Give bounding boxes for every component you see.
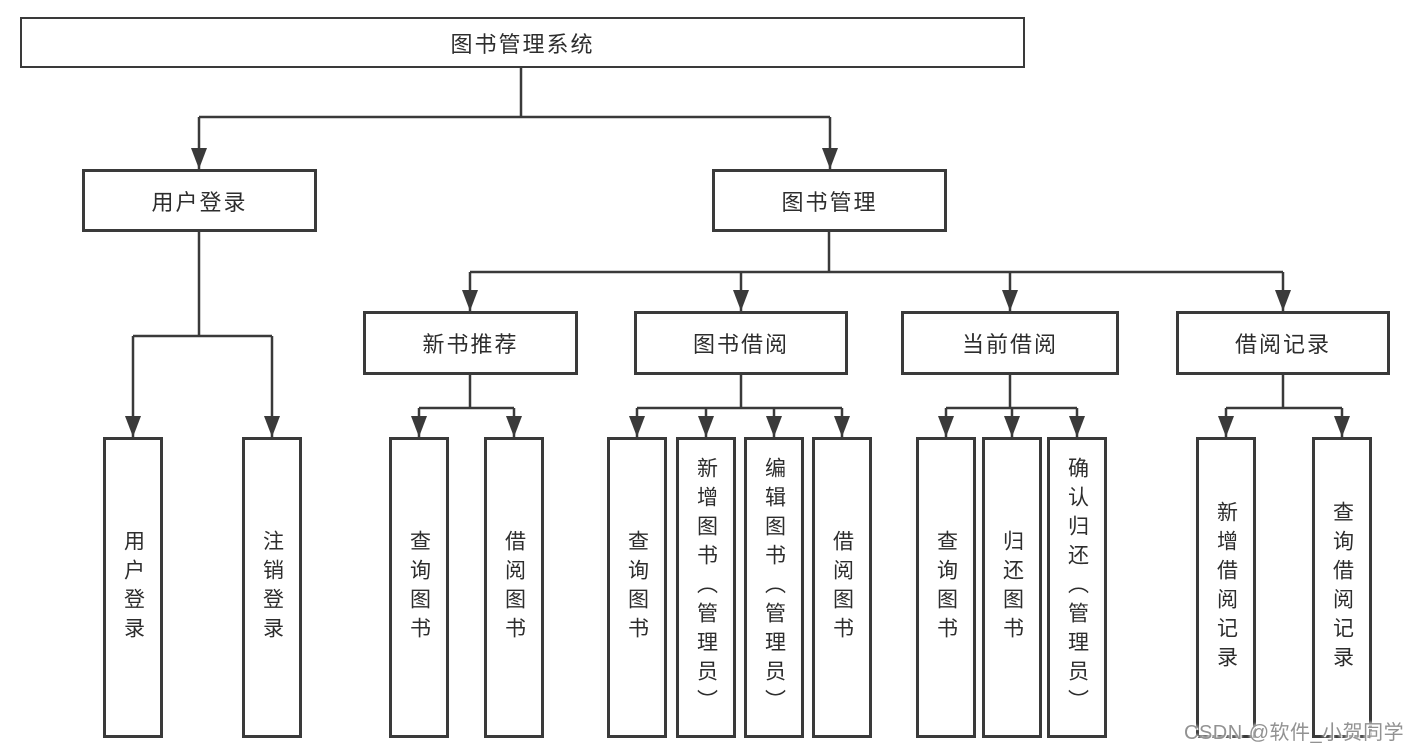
node-label: 当前借阅 — [961, 332, 1058, 357]
leaf-label: 新增图书（管理员） — [694, 457, 718, 718]
leaf-query-books-recommend: 查询图书 — [389, 437, 449, 738]
leaf-label: 新增借阅记录 — [1214, 500, 1238, 675]
node-label: 图书管理 — [781, 189, 878, 215]
leaf-add-borrow-record: 新增借阅记录 — [1196, 437, 1256, 738]
node-label: 新书推荐 — [422, 332, 519, 357]
leaf-label: 查询图书 — [934, 529, 958, 646]
node-label: 借阅记录 — [1234, 332, 1331, 357]
leaf-label: 查询图书 — [625, 529, 649, 646]
node-label: 图书管理系统 — [450, 31, 595, 57]
leaf-user-login: 用户登录 — [103, 437, 163, 738]
leaf-confirm-return-admin: 确认归还（管理员） — [1047, 437, 1107, 738]
leaf-query-borrow-record: 查询借阅记录 — [1312, 437, 1372, 738]
node-book-borrowing: 图书借阅 — [634, 311, 848, 375]
leaf-label: 注销登录 — [260, 529, 284, 646]
leaf-label: 查询图书 — [407, 529, 431, 646]
node-label: 图书借阅 — [692, 332, 789, 357]
node-current-borrowing: 当前借阅 — [901, 311, 1119, 375]
connector-rails — [133, 68, 1342, 410]
node-user-login: 用户登录 — [82, 169, 317, 232]
leaf-edit-book-admin: 编辑图书（管理员） — [744, 437, 804, 738]
leaf-label: 用户登录 — [121, 529, 145, 646]
leaf-add-book-admin: 新增图书（管理员） — [676, 437, 736, 738]
node-label: 用户登录 — [151, 189, 248, 215]
leaf-borrow-books-recommend: 借阅图书 — [484, 437, 544, 738]
leaf-label: 借阅图书 — [830, 529, 854, 646]
leaf-return-books: 归还图书 — [982, 437, 1042, 738]
leaf-query-books-borrowing: 查询图书 — [607, 437, 667, 738]
leaf-label: 编辑图书（管理员） — [762, 457, 786, 718]
node-library-management-system: 图书管理系统 — [20, 17, 1025, 68]
leaf-borrow-books-borrowing: 借阅图书 — [812, 437, 872, 738]
csdn-watermark: CSDN @软件_小贺同学 — [1184, 722, 1405, 744]
leaf-label: 归还图书 — [1000, 529, 1024, 646]
leaf-logout: 注销登录 — [242, 437, 302, 738]
node-book-management: 图书管理 — [712, 169, 947, 232]
node-borrow-records: 借阅记录 — [1176, 311, 1390, 375]
leaf-label: 查询借阅记录 — [1330, 500, 1354, 675]
leaf-label: 确认归还（管理员） — [1065, 457, 1089, 718]
node-new-book-recommend: 新书推荐 — [363, 311, 578, 375]
leaf-label: 借阅图书 — [502, 529, 526, 646]
leaf-query-books-current: 查询图书 — [916, 437, 976, 738]
